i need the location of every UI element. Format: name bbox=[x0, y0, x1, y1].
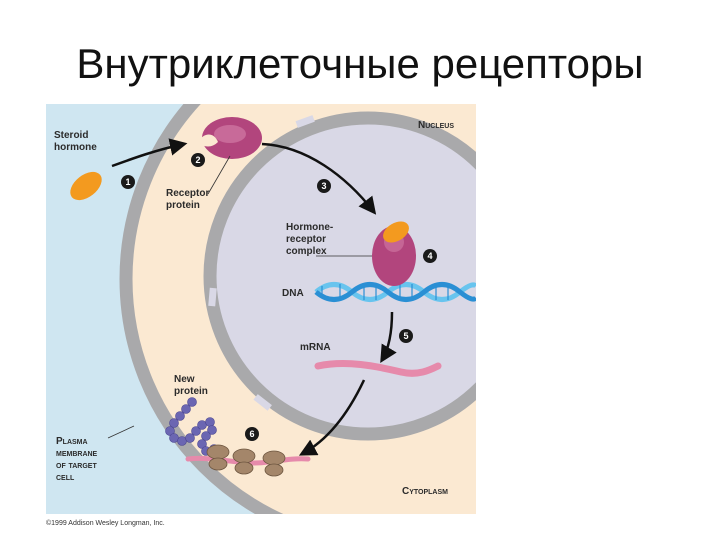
steroid-hormone bbox=[70, 171, 102, 201]
nuclear-pore bbox=[295, 115, 315, 128]
steroid-hormone-label-line1: Steroid bbox=[54, 130, 88, 141]
hormone-receptor-label-line2: receptor bbox=[286, 234, 326, 245]
new-protein-label-line1: New bbox=[174, 374, 195, 385]
plasma-membrane-label-line3: of target bbox=[56, 460, 97, 471]
plasma-membrane-label-line2: membrane bbox=[56, 448, 98, 459]
svg-text:1: 1 bbox=[125, 177, 130, 187]
steroid-hormone-label-line2: hormone bbox=[54, 142, 97, 153]
svg-text:4: 4 bbox=[427, 251, 432, 261]
nucleus-label: Nucleus bbox=[418, 120, 454, 131]
step-3-badge: 3 bbox=[317, 179, 331, 193]
cytoplasm-label: Cytoplasm bbox=[402, 486, 448, 497]
receptor-protein bbox=[198, 117, 262, 159]
dna-helix bbox=[314, 282, 476, 302]
hormone-receptor-label-line1: Hormone- bbox=[286, 222, 333, 233]
mrna-strand bbox=[314, 360, 442, 377]
receptor-protein-label-line1: Receptor bbox=[166, 188, 209, 199]
step-arrow-3 bbox=[261, 142, 377, 215]
step-4-badge: 4 bbox=[423, 249, 437, 263]
copyright-notice: ©1999 Addison Wesley Longman, Inc. bbox=[46, 520, 165, 527]
svg-text:5: 5 bbox=[403, 331, 408, 341]
step-2-badge: 2 bbox=[191, 153, 205, 167]
step-arrow-1 bbox=[111, 138, 188, 168]
plasma-membrane-label-line4: cell bbox=[56, 472, 75, 483]
step-arrow-6 bbox=[298, 379, 366, 456]
hormone-receptor-label-line3: complex bbox=[286, 246, 327, 257]
mrna-label: mRNA bbox=[300, 342, 331, 353]
intracellular-receptor-diagram: 1 2 3 4 5 6 Steroid hormone Receptor pro… bbox=[46, 104, 476, 514]
receptor-protein-label-line2: protein bbox=[166, 200, 200, 211]
svg-text:3: 3 bbox=[321, 181, 326, 191]
membrane-leader-line bbox=[107, 425, 135, 439]
nucleus-region bbox=[203, 111, 476, 441]
step-6-badge: 6 bbox=[245, 427, 259, 441]
ribosome bbox=[262, 450, 286, 477]
slide-title: Внутриклеточные рецепторы bbox=[76, 40, 644, 87]
nuclear-pore bbox=[253, 394, 272, 411]
ribosome bbox=[206, 444, 230, 471]
hormone-receptor-complex bbox=[372, 221, 416, 286]
step-arrow-5 bbox=[380, 311, 397, 364]
step-5-badge: 5 bbox=[399, 329, 413, 343]
svg-text:6: 6 bbox=[249, 429, 254, 439]
nuclear-pore bbox=[208, 287, 217, 307]
plasma-membrane-label-line1: Plasma bbox=[56, 436, 88, 447]
ribosome bbox=[232, 448, 256, 475]
nuclear-pore bbox=[232, 198, 250, 217]
new-protein-label-line2: protein bbox=[174, 386, 208, 397]
svg-text:2: 2 bbox=[195, 155, 200, 165]
receptor-leader-line bbox=[207, 155, 231, 195]
dna-label: DNA bbox=[282, 288, 304, 299]
step-1-badge: 1 bbox=[121, 175, 135, 189]
